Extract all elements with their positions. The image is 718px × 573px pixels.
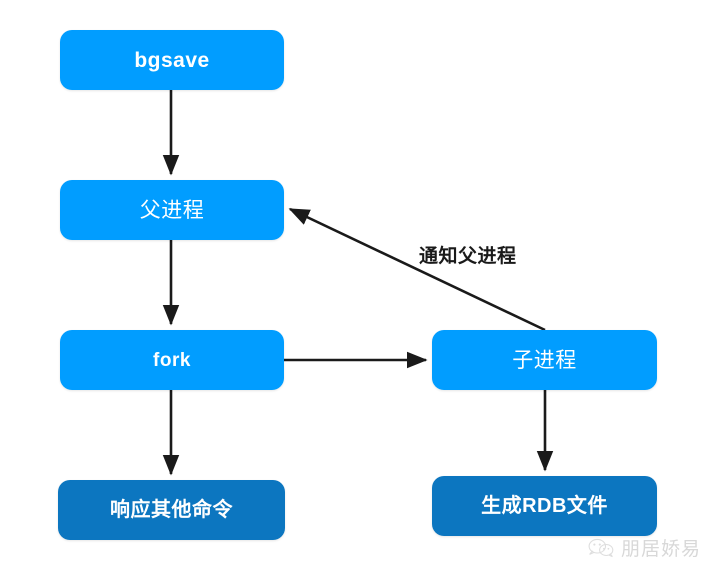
node-bgsave-label: bgsave [134, 48, 210, 72]
node-child-process[interactable]: 子进程 [432, 330, 657, 390]
node-generate-rdb-file-label: 生成RDB文件 [481, 495, 608, 517]
node-parent-process-label: 父进程 [139, 198, 205, 222]
node-fork[interactable]: fork [60, 330, 284, 390]
node-fork-label: fork [153, 349, 191, 371]
node-generate-rdb-file[interactable]: 生成RDB文件 [432, 476, 657, 536]
wechat-icon [588, 538, 614, 557]
node-respond-other-commands[interactable]: 响应其他命令 [58, 480, 285, 540]
node-parent-process[interactable]: 父进程 [60, 180, 284, 240]
node-child-process-label: 子进程 [512, 348, 577, 372]
node-bgsave[interactable]: bgsave [60, 30, 284, 90]
watermark: 朋居娇易 [588, 534, 701, 561]
node-respond-other-commands-label: 响应其他命令 [110, 499, 233, 521]
edge-label-notify-parent: 通知父进程 [419, 246, 517, 267]
edge-child-to-parent [288, 207, 546, 332]
watermark-text: 朋居娇易 [621, 539, 702, 560]
